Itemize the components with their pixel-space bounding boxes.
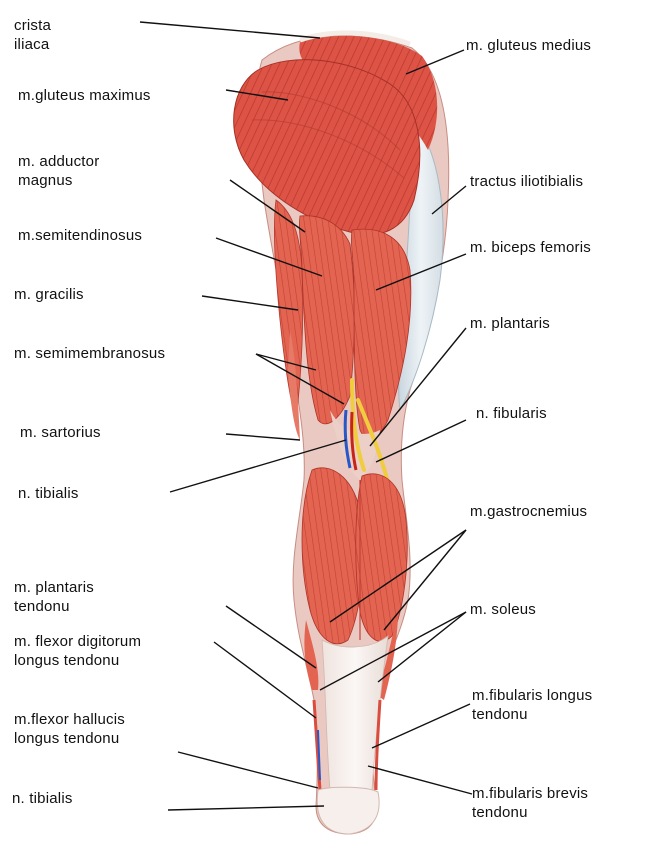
label-line: m. plantaris	[14, 578, 94, 597]
label-gluteus-maximus: m.gluteus maximus	[18, 86, 151, 105]
label-line: m.gastrocnemius	[470, 502, 587, 521]
label-gastrocnemius: m.gastrocnemius	[470, 502, 587, 521]
label-line: m.fibularis brevis	[472, 784, 588, 803]
label-biceps-femoris: m. biceps femoris	[470, 238, 591, 257]
label-line: m.flexor hallucis	[14, 710, 125, 729]
label-line: m. semimembranosus	[14, 344, 165, 363]
label-line: m.fibularis longus	[472, 686, 592, 705]
label-line: n. fibularis	[476, 404, 547, 423]
label-fibularis-brevis: m.fibularis brevis tendonu	[472, 784, 588, 822]
label-gluteus-medius: m. gluteus medius	[466, 36, 591, 55]
label-line: tendonu	[472, 803, 588, 822]
label-semitendinosus: m.semitendinosus	[18, 226, 142, 245]
label-line: m. biceps femoris	[470, 238, 591, 257]
label-line: m. soleus	[470, 600, 536, 619]
label-line: n. tibialis	[18, 484, 79, 503]
label-line: iliaca	[14, 35, 51, 54]
label-line: tendonu	[472, 705, 592, 724]
label-sartorius: m. sartorius	[20, 423, 101, 442]
label-gracilis: m. gracilis	[14, 285, 84, 304]
label-soleus: m. soleus	[470, 600, 536, 619]
label-line: crista	[14, 16, 51, 35]
label-line: m.gluteus maximus	[18, 86, 151, 105]
label-line: m. plantaris	[470, 314, 550, 333]
label-line: m. sartorius	[20, 423, 101, 442]
label-flexor-hallucis: m.flexor hallucis longus tendonu	[14, 710, 125, 748]
label-plantaris: m. plantaris	[470, 314, 550, 333]
gluteus-maximus-shape	[234, 60, 420, 235]
label-flexor-digitorum: m. flexor digitorum longus tendonu	[14, 632, 141, 670]
label-line: m. flexor digitorum	[14, 632, 141, 651]
label-tractus-iliotibialis: tractus iliotibialis	[470, 172, 583, 191]
label-n-tibialis-lower: n. tibialis	[12, 789, 73, 808]
label-adductor-magnus: m. adductor magnus	[18, 152, 99, 190]
label-line: n. tibialis	[12, 789, 73, 808]
label-line: m. adductor	[18, 152, 99, 171]
label-line: tractus iliotibialis	[470, 172, 583, 191]
label-fibularis-longus: m.fibularis longus tendonu	[472, 686, 592, 724]
label-line: tendonu	[14, 597, 94, 616]
label-n-tibialis-upper: n. tibialis	[18, 484, 79, 503]
label-line: magnus	[18, 171, 99, 190]
label-line: m. gluteus medius	[466, 36, 591, 55]
label-line: longus tendonu	[14, 651, 141, 670]
label-n-fibularis: n. fibularis	[476, 404, 547, 423]
label-plantaris-tendonu: m. plantaris tendonu	[14, 578, 94, 616]
label-line: m.semitendinosus	[18, 226, 142, 245]
label-line: m. gracilis	[14, 285, 84, 304]
label-semimembranosus: m. semimembranosus	[14, 344, 165, 363]
label-crista-iliaca: crista iliaca	[14, 16, 51, 54]
label-line: longus tendonu	[14, 729, 125, 748]
